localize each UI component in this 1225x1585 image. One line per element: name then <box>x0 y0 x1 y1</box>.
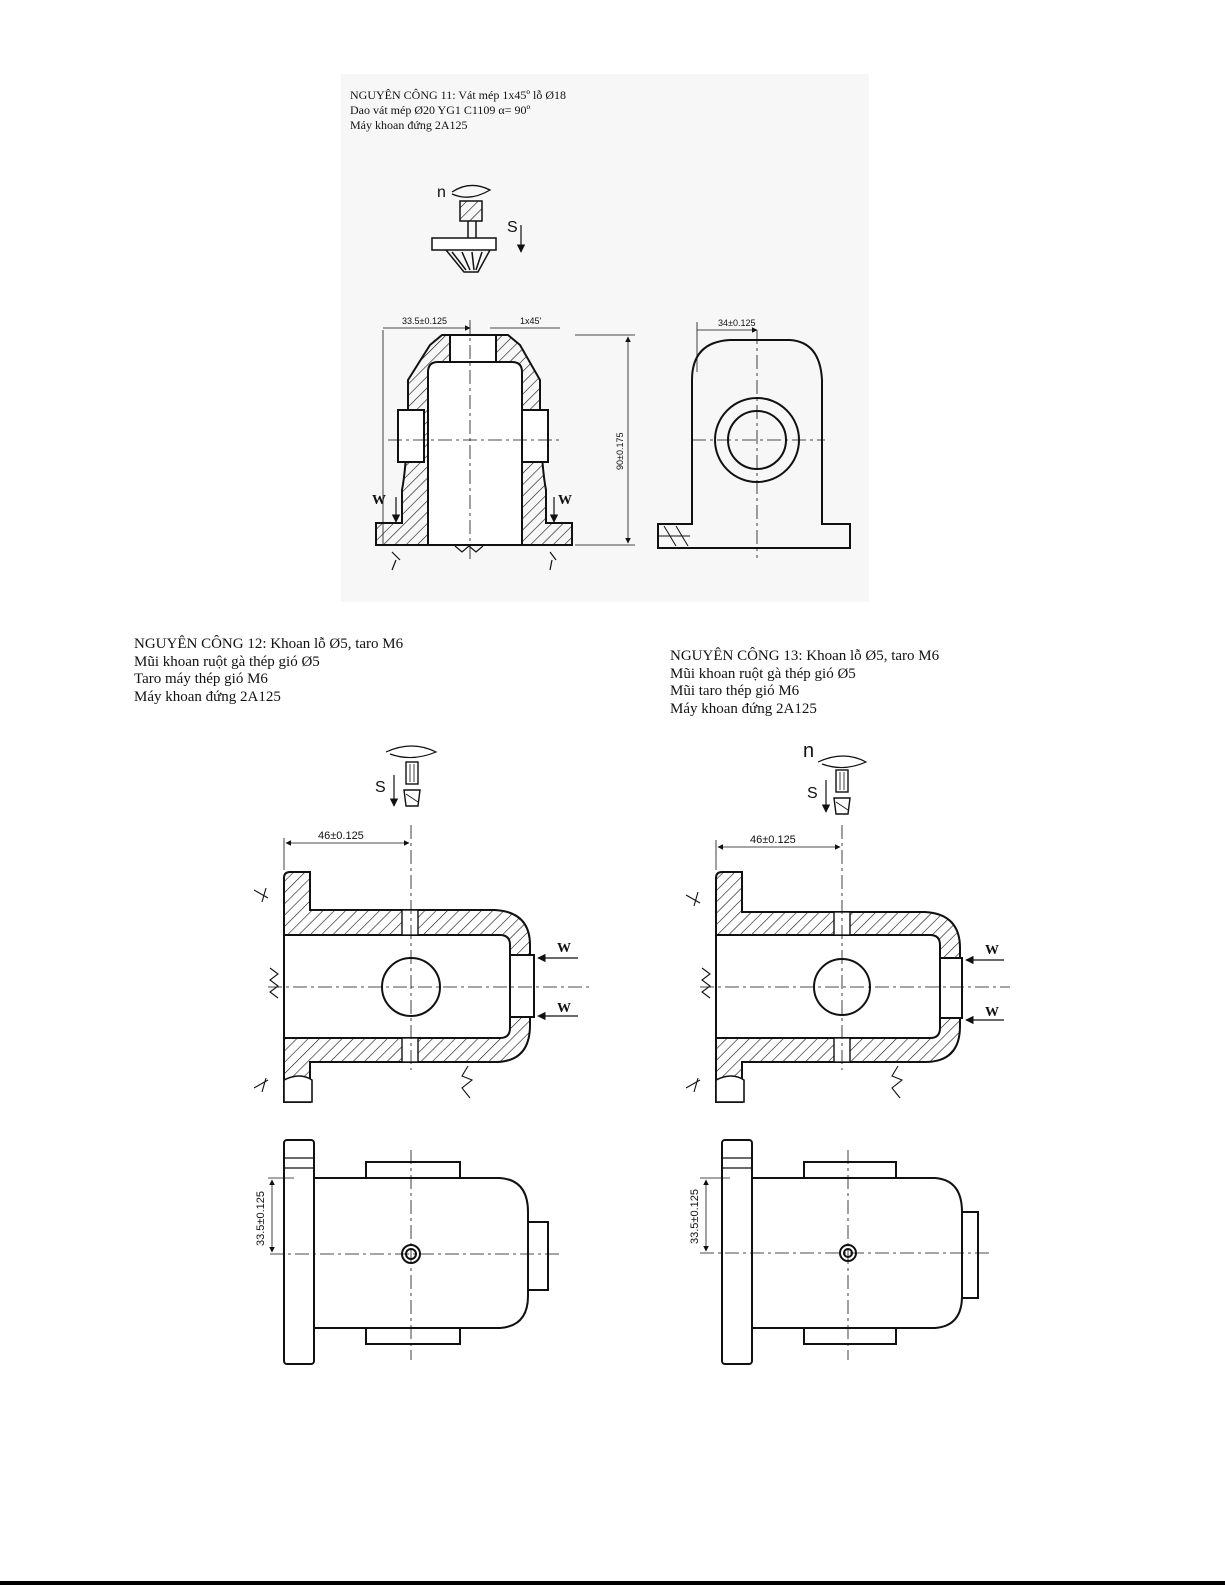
op12-feed-label: S <box>375 779 386 796</box>
op11-machine: Máy khoan đứng 2A125 <box>350 118 468 132</box>
op11-feed-label: S <box>507 219 518 236</box>
op13-front-section <box>685 825 1010 1103</box>
op13-drill: Mũi khoan ruột gà thép gió Ø5 <box>670 665 856 682</box>
op13-dim-top: 46±0.125 <box>750 834 796 846</box>
op11-front-section <box>375 320 635 571</box>
op13-top-view <box>700 1139 990 1365</box>
op13-title: NGUYÊN CÔNG 13: Khoan lỗ Ø5, taro M6 <box>670 648 940 664</box>
op11-side-view <box>657 322 851 558</box>
op12-drill: Mũi khoan ruột gà thép gió Ø5 <box>134 653 320 670</box>
op13-machine: Máy khoan đứng 2A125 <box>670 700 817 717</box>
page-bottom-rule <box>0 1581 1225 1585</box>
op11-dim-left: 33.5±0.125 <box>402 316 447 326</box>
op13-clamp-lower: W <box>985 1005 999 1020</box>
op11-dim-height: 90±0.175 <box>615 433 625 470</box>
op13-tool-symbol <box>817 755 868 815</box>
op11-tool-symbol <box>431 184 526 273</box>
op13-speed-label: n <box>803 740 814 762</box>
operation-11-caption: NGUYÊN CÔNG 11: Vát mép 1x45º lỗ Ø18 Dao… <box>350 88 566 133</box>
op12-machine: Máy khoan đứng 2A125 <box>134 688 281 705</box>
op11-dim-side: 34±0.125 <box>718 318 755 328</box>
op12-clamp-lower: W <box>557 1001 571 1016</box>
op12-top-view <box>268 1139 560 1365</box>
op11-tool: Dao vát mép Ø20 YG1 C1109 α= 90º <box>350 103 531 117</box>
op12-dim-top: 46±0.125 <box>318 830 364 842</box>
operation-13-caption: NGUYÊN CÔNG 13: Khoan lỗ Ø5, taro M6 Mũi… <box>670 648 939 718</box>
op13-feed-label: S <box>807 785 818 802</box>
op12-clamp-upper: W <box>557 941 571 956</box>
op11-clamp-left: W <box>372 493 386 508</box>
op11-dim-chamfer: 1x45' <box>520 316 542 326</box>
op12-dim-vertical: 33.5±0.125 <box>255 1191 267 1246</box>
op13-dim-vertical: 33.5±0.125 <box>689 1189 701 1244</box>
op13-tap: Mũi taro thép gió M6 <box>670 683 800 699</box>
op12-front-section <box>253 825 590 1103</box>
op12-tap: Taro máy thép gió M6 <box>134 671 268 687</box>
op11-clamp-right: W <box>558 493 572 508</box>
op12-tool-symbol <box>385 745 438 807</box>
op11-speed-label: n <box>437 184 446 201</box>
operation-12-caption: NGUYÊN CÔNG 12: Khoan lỗ Ø5, taro M6 Mũi… <box>134 636 403 706</box>
op13-clamp-upper: W <box>985 943 999 958</box>
op11-title: NGUYÊN CÔNG 11: Vát mép 1x45º lỗ Ø18 <box>350 88 567 102</box>
op12-title: NGUYÊN CÔNG 12: Khoan lỗ Ø5, taro M6 <box>134 636 404 652</box>
